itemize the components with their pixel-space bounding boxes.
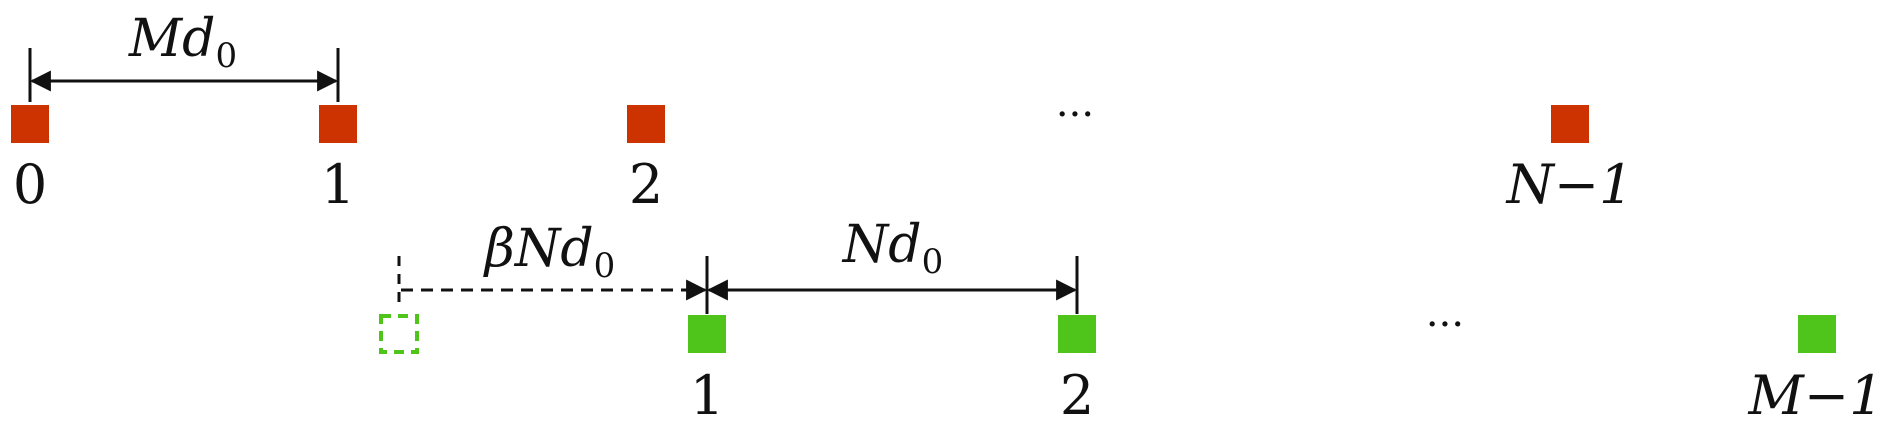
- top-sensor-last: [1551, 105, 1589, 143]
- bottom-spacing-label: Nd0: [841, 215, 943, 282]
- bottom-sensor-2: [1058, 315, 1096, 353]
- bottom-label-last: M−1: [1748, 364, 1884, 427]
- bottom-sensor-1: [688, 315, 726, 353]
- top-label-last: N−1: [1505, 153, 1634, 216]
- top-spacing-label: Md0: [128, 9, 237, 76]
- top-label-0: 0: [13, 153, 47, 216]
- top-sensor-0: [11, 105, 49, 143]
- top-label-1: 1: [321, 153, 355, 216]
- top-label-2: 2: [629, 153, 663, 216]
- offset-label: βNd0: [483, 219, 616, 286]
- top-ellipsis: ···: [1056, 92, 1094, 138]
- bottom-label-2: 2: [1060, 364, 1094, 427]
- bottom-array: βNd0 Nd0 1 2 M−1 ···: [379, 215, 1884, 427]
- top-array: Md0 0 1 2 N−1 ···: [11, 9, 1633, 216]
- bottom-sensor-ghost: [379, 314, 419, 354]
- top-sensor-2: [627, 105, 665, 143]
- bottom-ellipsis: ···: [1426, 302, 1464, 348]
- bottom-label-1: 1: [690, 364, 724, 427]
- top-sensor-1: [319, 105, 357, 143]
- bottom-sensor-last: [1798, 315, 1836, 353]
